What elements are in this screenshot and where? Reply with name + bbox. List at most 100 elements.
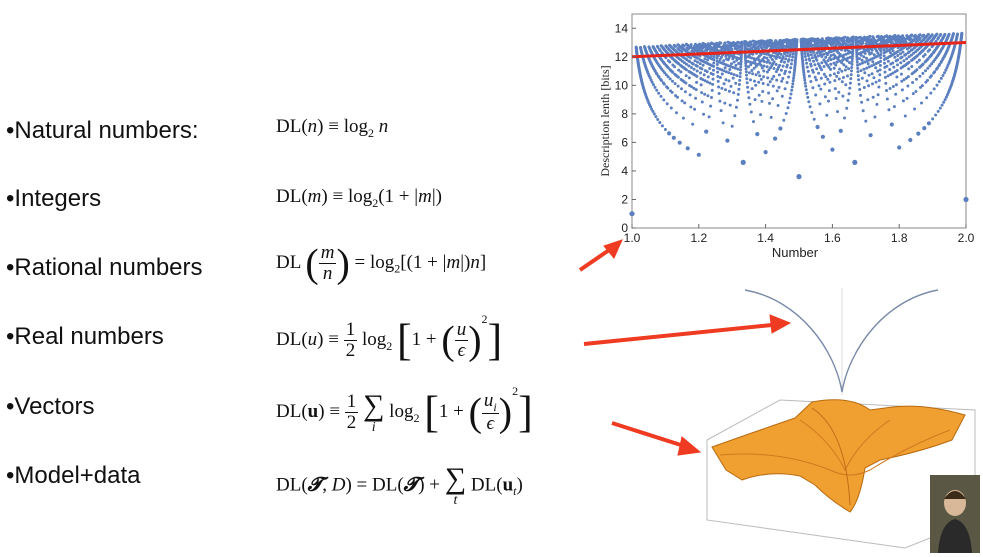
chart-point — [863, 35, 866, 39]
bullet-natural-numbers: •Natural numbers: — [6, 117, 199, 144]
chart-point — [943, 98, 947, 102]
chart-point — [812, 59, 815, 63]
chart-point — [910, 33, 914, 37]
chart-point — [703, 79, 707, 83]
chart-point — [709, 104, 713, 108]
chart-point — [746, 85, 750, 89]
chart-point — [902, 59, 906, 63]
chart-point — [804, 88, 808, 92]
chart-points — [629, 31, 969, 217]
chart-point — [711, 77, 715, 81]
chart-point — [735, 74, 739, 78]
chart-point — [738, 71, 742, 75]
chart-point — [738, 75, 742, 79]
chart-point — [814, 78, 818, 82]
chart-point — [820, 49, 824, 53]
chart-point — [786, 106, 790, 110]
chart-point — [896, 34, 900, 38]
chart-point — [779, 68, 783, 72]
chart-point — [647, 45, 651, 49]
arrow-to-surface — [611, 421, 685, 448]
bullet-vectors: •Vectors — [6, 393, 95, 420]
chart-point — [803, 81, 807, 85]
chart-point — [888, 87, 892, 90]
chart-point — [752, 66, 756, 70]
chart-point — [784, 69, 787, 73]
chart-point — [743, 56, 747, 60]
chart-point — [730, 62, 733, 66]
chart-point — [774, 70, 778, 74]
chart-point — [907, 55, 911, 59]
chart-point — [710, 96, 713, 99]
chart-point — [887, 108, 891, 112]
chart-point — [771, 84, 775, 88]
chart-point — [901, 34, 905, 38]
chart-point — [658, 121, 662, 124]
chart-point — [731, 65, 735, 69]
chart-point — [789, 92, 793, 96]
x-tick-label: 1.4 — [757, 231, 774, 245]
chart-point — [689, 66, 693, 69]
chart-point — [762, 64, 766, 68]
chart-point — [809, 50, 812, 54]
chart-point — [712, 55, 716, 59]
chart-point — [942, 100, 946, 104]
chart-point — [802, 41, 806, 45]
chart-point — [811, 86, 815, 90]
chart-point — [755, 132, 760, 137]
chart-point — [865, 79, 869, 83]
chart-point — [724, 78, 728, 82]
chart-point — [718, 76, 722, 79]
chart-point — [685, 62, 688, 66]
chart-point — [899, 72, 903, 76]
chart-point — [807, 45, 811, 49]
chart-point — [913, 33, 917, 37]
chart-point — [774, 51, 778, 55]
chart-point — [690, 61, 694, 65]
chart-point — [775, 78, 779, 82]
chart-point — [737, 83, 741, 86]
chart-point — [804, 58, 808, 62]
chart-point — [862, 86, 866, 89]
chart-point — [822, 65, 826, 68]
chart-point — [828, 80, 832, 84]
chart-point — [683, 101, 687, 105]
chart-point — [695, 80, 699, 84]
chart-point — [666, 59, 670, 63]
chart-point — [743, 39, 747, 43]
chart-point — [901, 50, 905, 54]
chart-point — [765, 70, 769, 74]
chart-point — [892, 105, 896, 109]
chart-point — [791, 82, 795, 86]
chart-point — [832, 53, 836, 57]
chart-point — [926, 121, 932, 126]
chart-point — [740, 159, 746, 165]
chart-point — [882, 48, 886, 52]
chart-point — [681, 116, 685, 120]
chart-point — [867, 84, 871, 88]
chart-point — [914, 90, 918, 93]
chart-point — [851, 35, 855, 39]
chart-point — [699, 77, 703, 80]
chart-point — [719, 109, 723, 113]
chart-point — [703, 57, 707, 61]
chart-point — [846, 98, 850, 102]
chart-point — [807, 74, 811, 78]
formula-model-data: DL(𝓣, D) = DL(𝓣) + ∑t DL(ut) — [276, 462, 523, 508]
chart-point — [775, 89, 779, 93]
chart-point — [768, 61, 772, 65]
formula-natural: DL(n) ≡ log2 n — [276, 116, 389, 140]
chart-point — [736, 98, 739, 102]
chart-point — [729, 84, 733, 88]
chart-point — [910, 53, 913, 57]
arrow-head-curve — [769, 314, 792, 334]
chart-point — [757, 80, 761, 84]
chart-point — [931, 117, 935, 121]
chart-point — [896, 50, 900, 53]
chart-point — [902, 78, 906, 82]
chart-point — [734, 105, 738, 109]
chart-point — [694, 88, 698, 92]
chart-point — [651, 109, 655, 113]
chart-point — [709, 72, 713, 75]
chart-point — [727, 89, 731, 93]
